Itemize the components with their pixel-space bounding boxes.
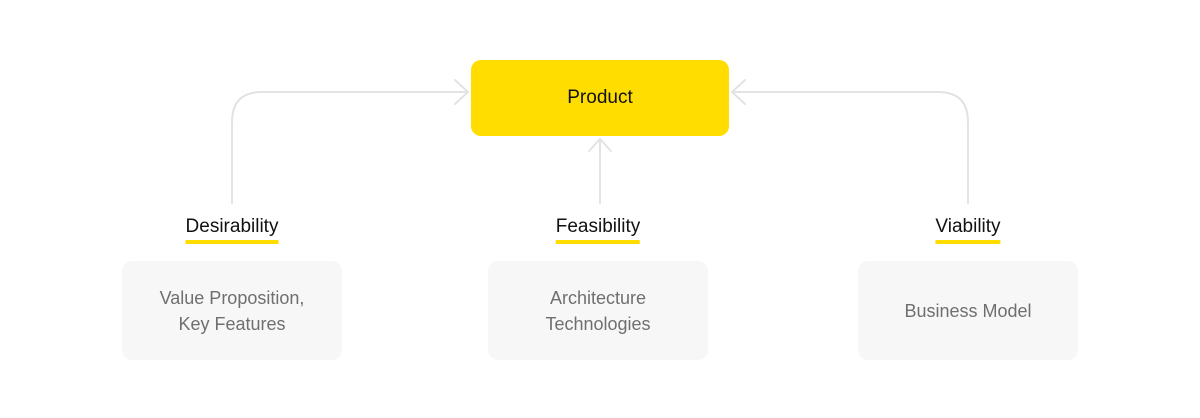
desirability-arrowhead-icon <box>454 79 469 105</box>
feasibility-detail-text: Architecture Technologies <box>545 287 651 334</box>
desirability-detail-text: Value Proposition, Key Features <box>159 287 305 334</box>
viability-detail-text: Business Model <box>904 300 1032 321</box>
feasibility-heading: Feasibility <box>555 216 641 244</box>
viability-arrowhead-icon <box>731 79 746 105</box>
product-node: Product <box>471 60 729 136</box>
desirability-heading: Desirability <box>185 216 279 244</box>
viability-underline <box>935 240 1001 244</box>
desirability-underline <box>185 240 279 244</box>
feasibility-label: Feasibility <box>555 216 641 237</box>
viability-heading: Viability <box>935 216 1001 244</box>
feasibility-underline <box>555 240 641 244</box>
desirability-connector <box>231 91 469 204</box>
viability-detail-box: Business Model <box>858 261 1078 360</box>
product-label: Product <box>567 87 633 108</box>
viability-connector <box>731 91 969 204</box>
desirability-detail-box: Value Proposition, Key Features <box>122 261 342 360</box>
feasibility-detail-box: Architecture Technologies <box>488 261 708 360</box>
desirability-label: Desirability <box>185 216 279 237</box>
viability-label: Viability <box>935 216 1001 237</box>
feasibility-arrowhead-icon <box>588 138 612 152</box>
